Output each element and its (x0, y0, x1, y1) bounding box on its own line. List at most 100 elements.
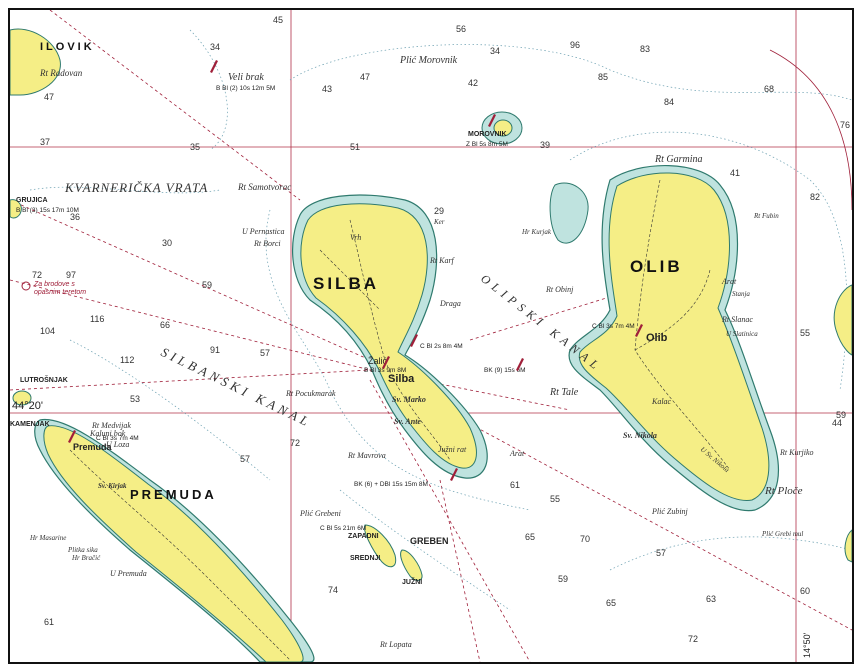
depth: 82 (810, 192, 820, 202)
rt-karf-label: Rt Karf (429, 256, 456, 265)
depth: 65 (606, 598, 616, 608)
depth: 55 (550, 494, 560, 504)
light-olipski: BK (9) 15s 6M (484, 367, 526, 374)
plic-morovnik-label: Plić Morovnik (399, 55, 458, 66)
stanja-label: Stanja (732, 290, 750, 298)
u-premuda-label: U Premuda (110, 569, 147, 578)
east-island (833, 284, 852, 356)
silba-town-label: Silba (388, 373, 415, 385)
longitude-label: 14°50' (802, 632, 812, 658)
kalac-label: Kalac (651, 397, 672, 406)
sv-ante-label: Sv. Ante (394, 417, 421, 426)
olib-town-label: Olib (646, 332, 668, 344)
depth: 91 (210, 345, 220, 355)
depth: 44 (832, 418, 842, 428)
juzni-rat-label: Južni rat (438, 445, 467, 454)
latitude-label: 44°20' (12, 400, 43, 412)
greben-label: GREBEN (410, 536, 449, 546)
olib-label: OLIB (630, 257, 683, 276)
olib-nw-rocks (549, 182, 589, 244)
hr-kurjak-label: Hr Kurjak (521, 228, 552, 236)
depth: 29 (434, 206, 444, 216)
veli-brak-label: Veli brak (228, 72, 264, 83)
depth: 60 (800, 586, 810, 596)
light-morovnik: Z Bl 5s 8m 5M (466, 141, 508, 148)
depth: 65 (525, 532, 535, 542)
rt-pocukmarak-label: Rt Pocukmarak (285, 389, 336, 398)
sv-kirjak-label: Sv. Kirjak (98, 482, 127, 490)
depth: 61 (44, 617, 54, 627)
morovnik-islet[interactable] (493, 119, 513, 137)
light-veli-brak: B Bl (2) 10s 12m 5M (216, 85, 275, 92)
sv-marko-label: Sv. Marko (392, 395, 426, 404)
hr-bracic-label: Hr Bračić (71, 554, 101, 562)
ilovik-island[interactable] (10, 28, 61, 96)
depth: 96 (570, 40, 580, 50)
chart-canvas: SILBA OLIB PREMUDA ILOVIK KVARNERIČKA VR… (10, 10, 852, 662)
depth: 45 (273, 15, 283, 25)
gruica-islet (10, 199, 22, 219)
light-olib-town: C Bl 3s 7m 4M (592, 323, 635, 330)
light-silba-s: BK (6) + DBl 15s 15m 8M (354, 481, 428, 488)
rt-lopata-label: Rt Lopata (379, 640, 412, 649)
depth: 34 (210, 42, 220, 52)
depth: 84 (664, 97, 674, 107)
depth: 57 (240, 454, 250, 464)
rt-borci-label: Rt Borci (253, 239, 281, 248)
silba-label: SILBA (313, 274, 379, 293)
silba-island[interactable] (300, 203, 477, 469)
depth: 57 (260, 348, 270, 358)
depth: 41 (730, 168, 740, 178)
depth: 57 (656, 548, 666, 558)
depth: 74 (328, 585, 338, 595)
depth: 72 (290, 438, 300, 448)
ker-label: Ker (433, 218, 445, 226)
depth: 97 (66, 270, 76, 280)
za-brodove-label: Za brodove s (33, 281, 75, 288)
depth: 70 (580, 534, 590, 544)
zapadni-label: ZAPADNI (348, 533, 379, 540)
rt-mavrova-label: Rt Mavrova (347, 451, 386, 460)
greben-islets (363, 524, 397, 568)
depth: 35 (190, 142, 200, 152)
lutrosnjak-islet (12, 390, 32, 406)
light-silba-town: B Bl 3s 9m 8M (364, 367, 406, 374)
kaluni-bok-label: Kaluni bok (89, 429, 126, 438)
rt-radovan-label: Rt Radovan (39, 68, 83, 78)
premuda-island[interactable] (43, 425, 304, 662)
plic-grebeni-label: Plić Grebeni (299, 509, 341, 518)
hr-masarine-label: Hr Masarine (29, 534, 66, 542)
depth: 63 (706, 594, 716, 604)
nautical-chart[interactable]: SILBA OLIB PREMUDA ILOVIK KVARNERIČKA VR… (8, 8, 854, 664)
depth: 61 (510, 480, 520, 490)
depth: 59 (202, 280, 212, 290)
olib-island[interactable] (578, 172, 770, 501)
light-gruica: B Bl (3) 15s 17m 10M (16, 207, 79, 214)
plic-grebi-mul-label: Plić Grebi mul (761, 530, 803, 538)
premuda-town-label: Premuda (73, 442, 113, 452)
light-markers (68, 60, 643, 481)
sv-nikola-label: Sv. Nikola (623, 431, 657, 440)
light-greben: C Bl 5s 21m 6M (320, 525, 366, 532)
zalic-label: Žalić (368, 356, 388, 366)
depth: 39 (540, 140, 550, 150)
depth: 116 (90, 314, 104, 324)
juzni-label: JUŽNI (402, 577, 422, 586)
depth: 55 (800, 328, 810, 338)
rt-fubin-label: Rt Fubin (753, 212, 779, 220)
draga-label: Draga (439, 299, 461, 308)
depth: 37 (40, 137, 50, 147)
depth: 66 (160, 320, 170, 330)
u-loza-label: U Loza (106, 440, 129, 449)
ilovik-label: ILOVIK (40, 41, 95, 53)
u-slatinica-label: U Slatinica (726, 330, 758, 338)
arat-label: Arat (509, 449, 525, 458)
rt-slanac-label: Rt Slanac (721, 315, 753, 324)
gruica-label: GRUJICA (16, 197, 48, 204)
kamenjak-label: KAMENJAK (10, 421, 50, 428)
depth: 47 (360, 72, 370, 82)
depth: 59 (836, 410, 846, 420)
depth: 56 (456, 24, 466, 34)
rt-medvijak-label: Rt Medvijak (91, 421, 131, 430)
depth: 53 (130, 394, 140, 404)
